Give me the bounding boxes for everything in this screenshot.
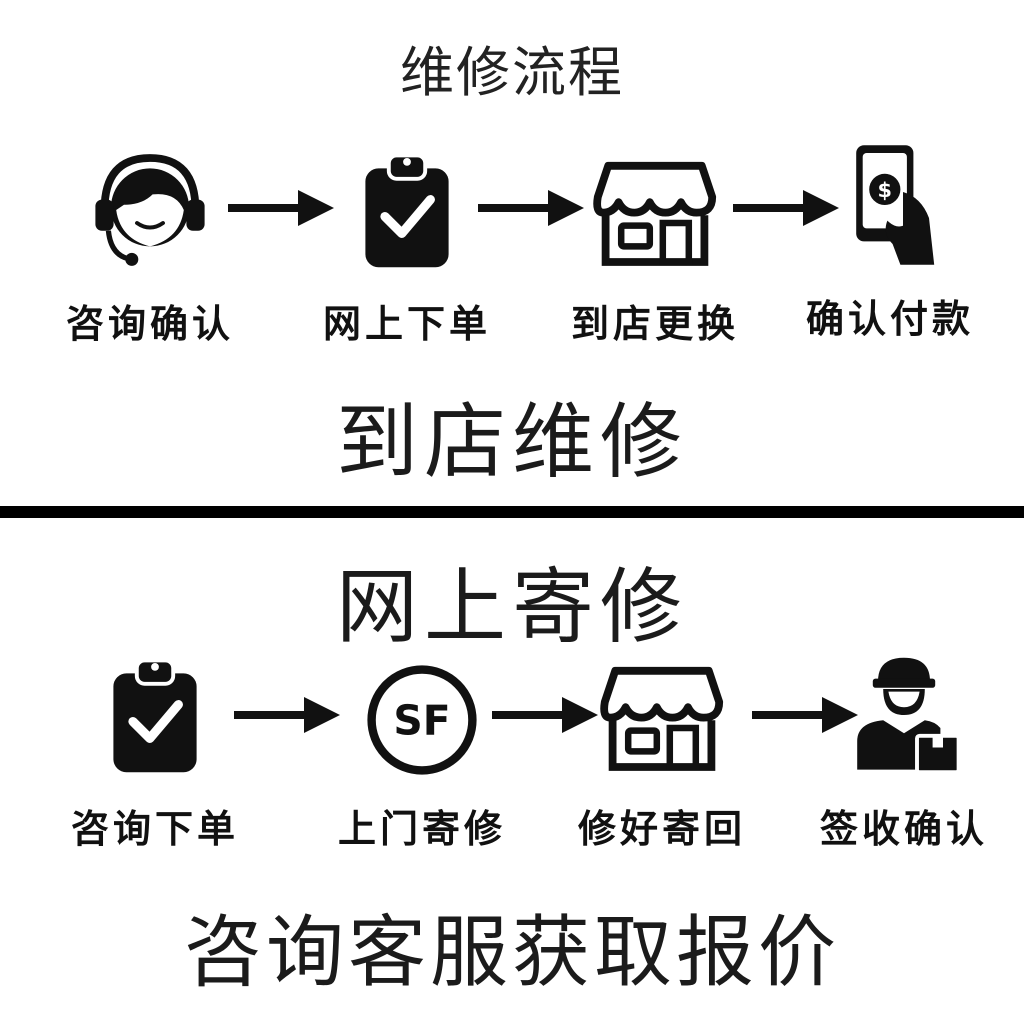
sf-express-logo-icon: SF: [367, 665, 477, 775]
step-label: 到店更换: [570, 302, 739, 346]
arrow-right-icon: [733, 190, 839, 226]
arrow-right-icon: [492, 697, 598, 733]
step-repaired-return: 修好寄回: [562, 650, 762, 853]
arrow-right-icon: [228, 190, 334, 226]
svg-text:SF: SF: [393, 696, 450, 744]
divider: [0, 506, 1024, 518]
clipboard-check-icon: [365, 153, 449, 268]
step-label: 咨询下单: [70, 807, 239, 851]
step-confirm-payment: $ 确认付款: [790, 140, 990, 343]
step-label: 确认付款: [805, 297, 974, 341]
arrow-right-icon: [478, 190, 584, 226]
step-online-order: 网上下单: [307, 145, 507, 348]
step-label: 签收确认: [819, 807, 988, 851]
storefront-icon: [600, 666, 724, 771]
step-label: 咨询确认: [65, 302, 234, 346]
headset-agent-icon: [95, 154, 205, 266]
step-pickup-repair: SF 上门寄修: [322, 655, 522, 853]
arrow-right-icon: [234, 697, 340, 733]
footer-call-to-action: 咨询客服获取报价: [183, 908, 840, 998]
storefront-icon: [593, 161, 717, 266]
courier-with-package-icon: [857, 657, 961, 775]
step-label: 上门寄修: [337, 807, 506, 851]
clipboard-check-icon: [113, 658, 197, 773]
step-consult-confirm: 咨询确认: [50, 145, 250, 348]
section-heading: 网上寄修: [335, 560, 688, 655]
step-label: 修好寄回: [577, 807, 746, 851]
page-title: 维修流程: [400, 41, 624, 104]
svg-text:$: $: [878, 178, 892, 202]
step-label: 网上下单: [322, 302, 491, 346]
step-sign-confirm: 签收确认: [804, 650, 1004, 853]
hand-holding-money-phone-icon: $: [856, 145, 935, 265]
step-consult-order: 咨询下单: [55, 650, 255, 853]
arrow-right-icon: [752, 697, 858, 733]
step-store-replace: 到店更换: [555, 145, 755, 348]
section-heading: 到店维修: [335, 395, 688, 490]
